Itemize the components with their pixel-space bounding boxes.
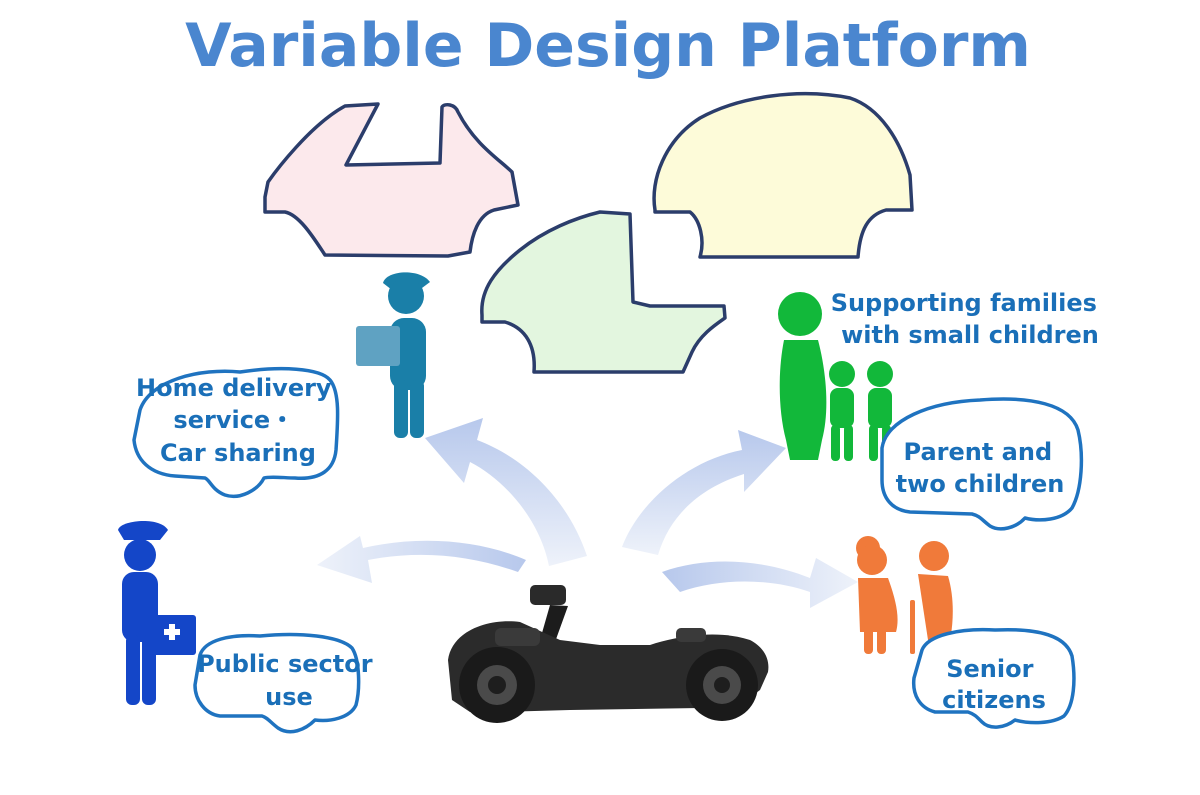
senior-couple-icon bbox=[856, 536, 953, 654]
bubble-public-sector bbox=[193, 632, 361, 734]
label-parent-children: Parent and two children bbox=[896, 438, 1065, 498]
delivery-person-icon bbox=[356, 272, 430, 438]
label-families: Supporting families with small children bbox=[831, 289, 1106, 349]
body-shape-green bbox=[480, 210, 727, 374]
bubble-parent-children bbox=[880, 397, 1084, 531]
vehicle-chassis-icon bbox=[448, 585, 769, 723]
bubble-home-delivery bbox=[132, 367, 340, 498]
bubble-seniors bbox=[911, 627, 1076, 729]
arrow-to-seniors bbox=[662, 558, 858, 608]
public-worker-icon bbox=[118, 520, 196, 705]
body-shape-pink bbox=[263, 102, 520, 258]
body-shape-yellow bbox=[652, 92, 914, 259]
arrow-to-delivery bbox=[425, 418, 587, 566]
label-home-delivery: Home delivery service・ Car sharing bbox=[136, 374, 340, 467]
arrow-to-public bbox=[317, 536, 526, 583]
label-public-sector: Public sector use bbox=[197, 650, 381, 711]
page-title: Variable Design Platform bbox=[185, 11, 1031, 81]
label-seniors: Senior citizens bbox=[942, 655, 1046, 714]
arrow-to-family bbox=[622, 430, 786, 555]
family-icon bbox=[778, 292, 893, 461]
